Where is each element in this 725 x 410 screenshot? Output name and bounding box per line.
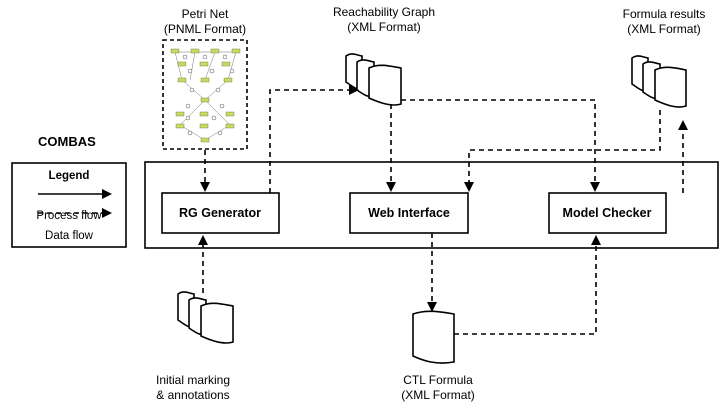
initial-marking-doc-icon <box>177 291 234 344</box>
rg-generator-box: RG Generator <box>161 192 280 234</box>
initial-marking-annotations-label: & annotations <box>156 388 229 402</box>
petri-net-format-label: (PNML Format) <box>164 22 246 36</box>
reachability-graph-format-label: (XML Format) <box>347 20 421 34</box>
web-interface-box: Web Interface <box>349 192 469 234</box>
reachability-graph-label: Reachability Graph <box>333 5 435 19</box>
rg-generator-label: RG Generator <box>179 206 261 220</box>
system-label: COMBAS <box>38 134 96 149</box>
ctl-to-mc-arrow <box>454 235 601 335</box>
petri-net-thumbnail <box>162 39 248 150</box>
formula-results-label: Formula results <box>623 7 706 21</box>
ctl-formula-format-label: (XML Format) <box>401 388 475 402</box>
formula-results-doc-icon <box>631 55 687 108</box>
reachability-to-mc-arrow <box>401 99 600 192</box>
model-checker-box: Model Checker <box>548 192 667 234</box>
legend-title: Legend <box>49 170 90 182</box>
ctl-formula-doc-icon <box>412 310 455 364</box>
results-to-web-arrow <box>464 110 661 192</box>
reachability-graph-doc-icon <box>345 53 402 106</box>
combas-frame <box>144 161 719 249</box>
petri-net-label: Petri Net <box>182 7 229 21</box>
legend: Legend Process flow <box>11 162 127 248</box>
model-checker-label: Model Checker <box>563 206 652 220</box>
initial-marking-label: Initial marking <box>156 373 230 387</box>
ctl-formula-label: CTL Formula <box>403 373 473 387</box>
formula-results-format-label: (XML Format) <box>627 22 701 36</box>
legend-process-flow-label: Process flow <box>36 210 102 222</box>
legend-data-flow-label: Data flow <box>45 230 94 242</box>
web-interface-label: Web Interface <box>368 206 450 220</box>
rg-to-reachability-arrow <box>269 85 359 193</box>
